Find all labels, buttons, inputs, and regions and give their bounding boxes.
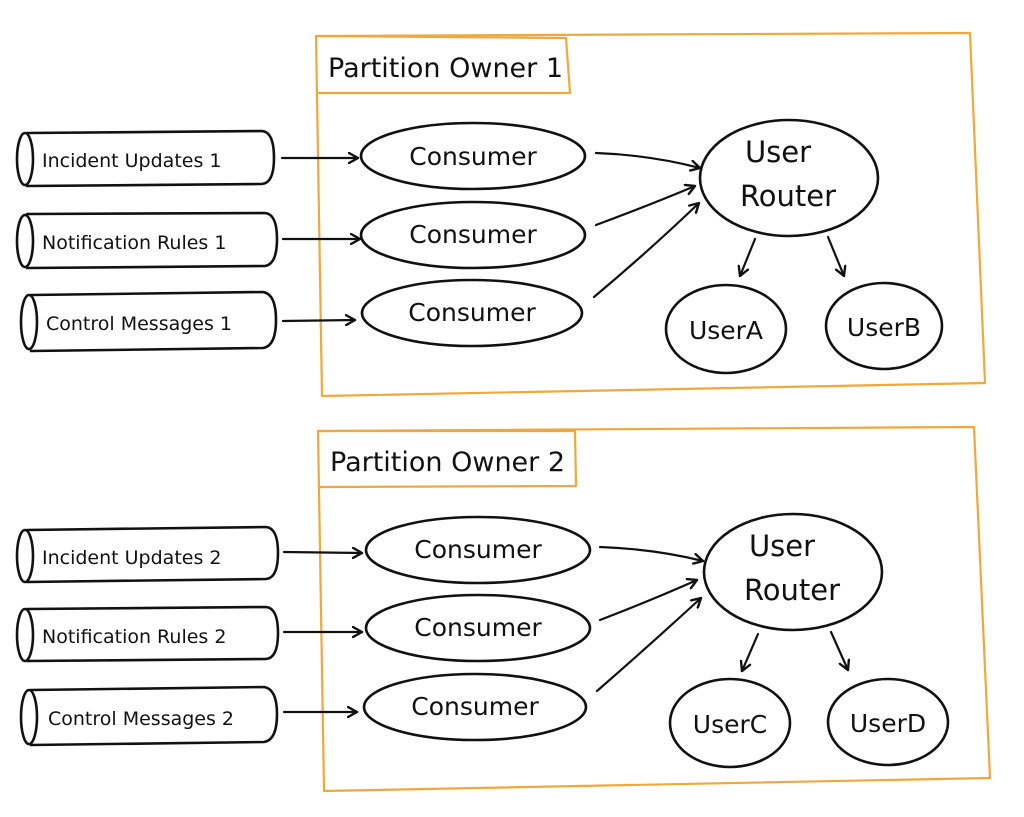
arrow <box>826 235 844 276</box>
user-node: UserD <box>826 677 950 767</box>
router-label-line1: User <box>745 135 811 169</box>
router-label-line1: User <box>749 529 815 563</box>
user-node: UserC <box>668 677 792 769</box>
topic-incident-updates: Incident Updates 1 <box>15 129 276 188</box>
user-node: UserA <box>664 283 788 375</box>
arrow <box>282 552 362 553</box>
topic-notification-rules: Notification Rules 2 <box>15 605 280 663</box>
topic-label: Notification Rules 2 <box>42 626 226 648</box>
partition-owner-1: Partition Owner 1 Incident Updates 1 Not… <box>15 31 987 398</box>
arrow <box>595 598 701 693</box>
partition-title: Partition Owner 1 <box>328 53 563 84</box>
router-label-line2: Router <box>740 179 836 213</box>
consumer-label: Consumer <box>414 535 542 564</box>
consumer-label: Consumer <box>409 220 537 249</box>
consumer-node: Consumer <box>359 121 587 191</box>
topic-control-messages: Control Messages 1 <box>19 290 278 353</box>
arrow <box>598 545 703 561</box>
partition-box <box>316 425 992 793</box>
consumer-node: Consumer <box>362 672 588 742</box>
user-router: User Router <box>702 512 884 632</box>
consumer-label: Consumer <box>411 692 539 721</box>
arrow <box>594 151 700 168</box>
consumer-node: Consumer <box>364 593 592 663</box>
arrow <box>740 237 757 276</box>
router-label-line2: Router <box>744 573 840 607</box>
topic-notification-rules: Notification Rules 1 <box>15 211 279 270</box>
partition-box <box>314 31 987 398</box>
user-label: UserA <box>689 316 763 345</box>
topic-incident-updates: Incident Updates 2 <box>15 525 280 584</box>
arrow <box>598 580 697 622</box>
topic-label: Notification Rules 1 <box>42 232 226 254</box>
partition-title-box <box>315 34 572 95</box>
partition-title: Partition Owner 2 <box>330 447 565 478</box>
topic-control-messages: Control Messages 2 <box>19 685 279 747</box>
consumer-node: Consumer <box>360 278 584 348</box>
topic-label: Control Messages 1 <box>46 313 232 335</box>
consumer-node: Consumer <box>364 515 592 585</box>
user-label: UserB <box>847 313 921 342</box>
arrow <box>594 186 695 227</box>
arrow <box>829 630 848 670</box>
arrow <box>592 203 699 299</box>
consumer-label: Consumer <box>409 142 537 171</box>
consumer-label: Consumer <box>408 298 536 327</box>
partition-owner-2: Partition Owner 2 Incident Updates 2 Not… <box>15 425 992 793</box>
partition-title-box <box>318 429 578 489</box>
consumer-label: Consumer <box>414 613 542 642</box>
topic-label: Control Messages 2 <box>48 708 234 730</box>
user-router: User Router <box>698 118 880 238</box>
arrow <box>281 320 355 321</box>
arrow <box>742 632 760 671</box>
user-label: UserC <box>693 710 767 739</box>
user-label: UserD <box>850 709 926 738</box>
topic-label: Incident Updates 1 <box>42 150 222 172</box>
topic-label: Incident Updates 2 <box>42 547 222 569</box>
user-node: UserB <box>824 281 944 371</box>
consumer-node: Consumer <box>359 200 587 270</box>
